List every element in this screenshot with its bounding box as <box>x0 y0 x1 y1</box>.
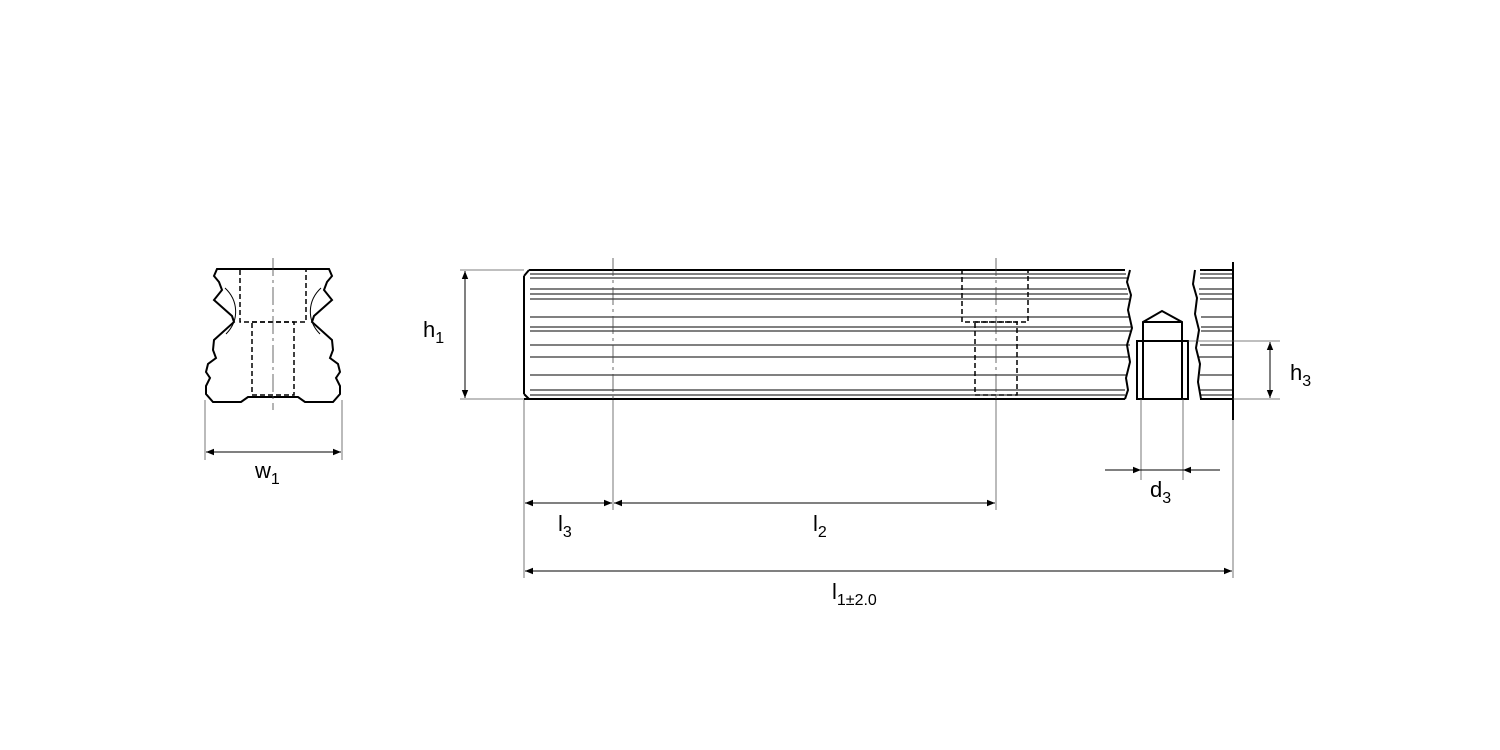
cross-section-view: w1 <box>204 258 343 488</box>
l2-label: l2 <box>813 511 827 541</box>
bolt-hole-section <box>1142 309 1183 399</box>
rail-outline <box>523 269 1233 400</box>
w1-label: w1 <box>254 458 280 488</box>
d3-label: d3 <box>1150 477 1171 507</box>
side-view: h1 h3 d3 l3 l2 l1±2.0 <box>423 258 1311 609</box>
l3-label: l3 <box>558 511 572 541</box>
h1-label: h1 <box>423 317 444 347</box>
ball-groove-left <box>224 287 237 335</box>
h3-label: h3 <box>1290 360 1311 390</box>
rail-grooves <box>530 273 1232 396</box>
l1-label: l1±2.0 <box>832 579 877 609</box>
break-line-left <box>1124 269 1134 400</box>
counterbore-hidden <box>961 269 1029 323</box>
break-line-right <box>1191 269 1202 400</box>
counterbore-section <box>1136 340 1189 400</box>
ball-groove-right <box>309 287 322 335</box>
